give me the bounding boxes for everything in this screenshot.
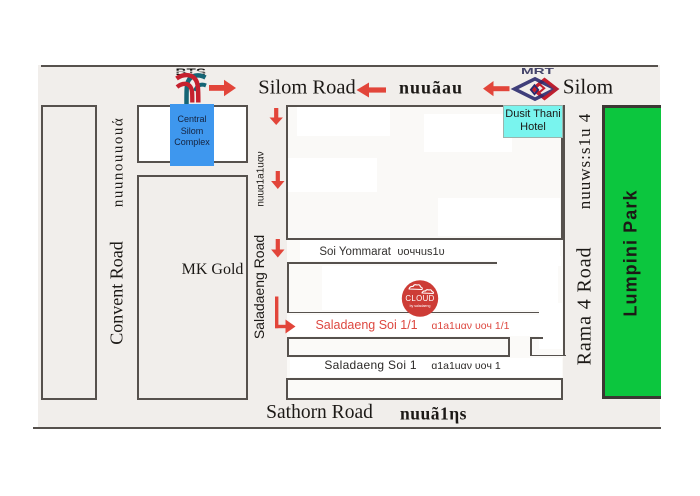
svg-text:BTS: BTS	[176, 67, 207, 77]
svg-text:MRT: MRT	[521, 66, 555, 76]
svg-text:by saladaeng: by saladaeng	[410, 304, 431, 308]
svg-text:CLOUD: CLOUD	[405, 294, 434, 303]
